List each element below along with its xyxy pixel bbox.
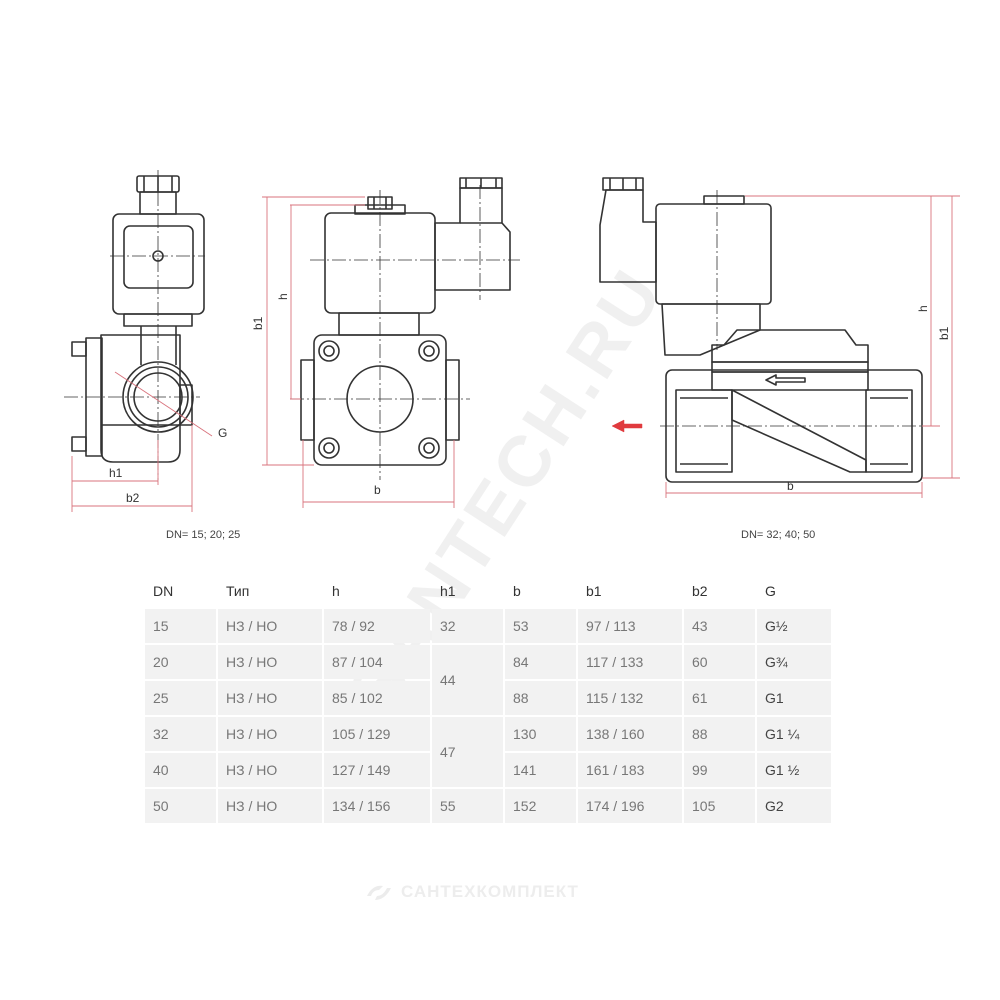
table-row: 20 НЗ / НО 87 / 104 44 84 117 / 133 60 G… bbox=[145, 645, 831, 715]
cell-h1: 55 bbox=[432, 789, 503, 823]
col-header-type: Тип bbox=[226, 583, 250, 599]
cell-b: 53 bbox=[505, 609, 576, 643]
col-header-b: b bbox=[513, 583, 521, 599]
cell-b2: 43 bbox=[684, 609, 755, 643]
table-row: 50 НЗ / НО 134 / 156 55 152 174 / 196 10… bbox=[145, 789, 831, 823]
cell-b: 141 bbox=[505, 753, 576, 787]
cell-b2: 105 bbox=[684, 789, 755, 823]
col-header-dn: DN bbox=[153, 583, 174, 599]
table-header-row: DN Тип h h1 b b1 b2 G bbox=[145, 575, 831, 607]
table-row: 25 НЗ / НО 85 / 102 88 115 / 132 61 G1 bbox=[145, 681, 831, 715]
flow-direction-arrow bbox=[611, 419, 643, 433]
footer-watermark-text: САНТЕХКОМПЛЕКТ bbox=[401, 882, 579, 901]
cell-h1: 44 bbox=[432, 645, 503, 715]
cell-b1: 97 / 113 bbox=[578, 609, 682, 643]
cell-type: НЗ / НО bbox=[218, 789, 322, 823]
cell-h: 85 / 102 bbox=[324, 681, 430, 715]
cell-type: НЗ / НО bbox=[218, 681, 322, 715]
cell-g: G1 ½ bbox=[757, 753, 831, 787]
valve-technical-drawing: G h1 b2 b h b1 b h b1 bbox=[64, 170, 960, 512]
dim-label-h1-left: h1 bbox=[109, 466, 123, 480]
side-view bbox=[71, 175, 205, 463]
cell-b1: 138 / 160 bbox=[578, 717, 682, 751]
dim-label-b-section: b bbox=[787, 479, 794, 493]
cell-h: 78 / 92 bbox=[324, 609, 430, 643]
dim-label-h-front: h bbox=[276, 293, 290, 300]
cell-type: НЗ / НО bbox=[218, 609, 322, 643]
col-header-b2: b2 bbox=[692, 583, 708, 599]
col-header-g: G bbox=[765, 583, 776, 599]
dim-label-g: G bbox=[218, 426, 227, 440]
cell-dn: 25 bbox=[145, 681, 216, 715]
cell-h: 134 / 156 bbox=[324, 789, 430, 823]
cell-type: НЗ / НО bbox=[218, 717, 322, 751]
col-header-h1: h1 bbox=[440, 583, 456, 599]
cell-dn: 50 bbox=[145, 789, 216, 823]
cell-g: G1 ¼ bbox=[757, 717, 831, 751]
cell-g: G2 bbox=[757, 789, 831, 823]
cell-h: 87 / 104 bbox=[324, 645, 430, 679]
cell-b: 152 bbox=[505, 789, 576, 823]
cell-h: 105 / 129 bbox=[324, 717, 430, 751]
table-row: 32 НЗ / НО 105 / 129 47 130 138 / 160 88… bbox=[145, 717, 831, 787]
table-row: 15 НЗ / НО 78 / 92 32 53 97 / 113 43 G½ bbox=[145, 609, 831, 643]
cell-h1: 47 bbox=[432, 717, 503, 787]
dim-label-b-front: b bbox=[374, 483, 381, 497]
dim-label-b1-front: b1 bbox=[251, 316, 265, 330]
cell-b1: 161 / 183 bbox=[578, 753, 682, 787]
dim-label-b1-section: b1 bbox=[937, 326, 951, 340]
caption-small-sizes: DN= 15; 20; 25 bbox=[166, 529, 241, 541]
col-header-b1: b1 bbox=[586, 583, 602, 599]
cell-b1: 174 / 196 bbox=[578, 789, 682, 823]
cell-dn: 40 bbox=[145, 753, 216, 787]
cell-b2: 88 bbox=[684, 717, 755, 751]
cell-type: НЗ / НО bbox=[218, 645, 322, 679]
caption-large-sizes: DN= 32; 40; 50 bbox=[741, 529, 816, 541]
dim-label-h-section: h bbox=[916, 305, 930, 312]
dim-label-b2: b2 bbox=[126, 491, 140, 505]
cell-dn: 32 bbox=[145, 717, 216, 751]
front-view bbox=[300, 177, 511, 466]
specs-table: DN Тип h h1 b b1 b2 G 15 НЗ / НО 78 / 92… bbox=[143, 573, 833, 825]
cell-g: G1 bbox=[757, 681, 831, 715]
santehkomplekt-logo-icon bbox=[367, 885, 391, 900]
footer-watermark: САНТЕХКОМПЛЕКТ bbox=[365, 882, 579, 902]
cell-b: 88 bbox=[505, 681, 576, 715]
dimension-lines bbox=[71, 195, 960, 512]
cell-g: G½ bbox=[757, 609, 831, 643]
cell-b1: 115 / 132 bbox=[578, 681, 682, 715]
cell-dn: 20 bbox=[145, 645, 216, 679]
cell-b2: 99 bbox=[684, 753, 755, 787]
cell-b2: 60 bbox=[684, 645, 755, 679]
cell-h: 127 / 149 bbox=[324, 753, 430, 787]
table-row: 40 НЗ / НО 127 / 149 141 161 / 183 99 G1… bbox=[145, 753, 831, 787]
cell-b: 84 bbox=[505, 645, 576, 679]
cell-dn: 15 bbox=[145, 609, 216, 643]
cell-h1: 32 bbox=[432, 609, 503, 643]
col-header-h: h bbox=[332, 583, 340, 599]
cell-g: G¾ bbox=[757, 645, 831, 679]
cell-type: НЗ / НО bbox=[218, 753, 322, 787]
cell-b2: 61 bbox=[684, 681, 755, 715]
cell-b: 130 bbox=[505, 717, 576, 751]
cell-b1: 117 / 133 bbox=[578, 645, 682, 679]
